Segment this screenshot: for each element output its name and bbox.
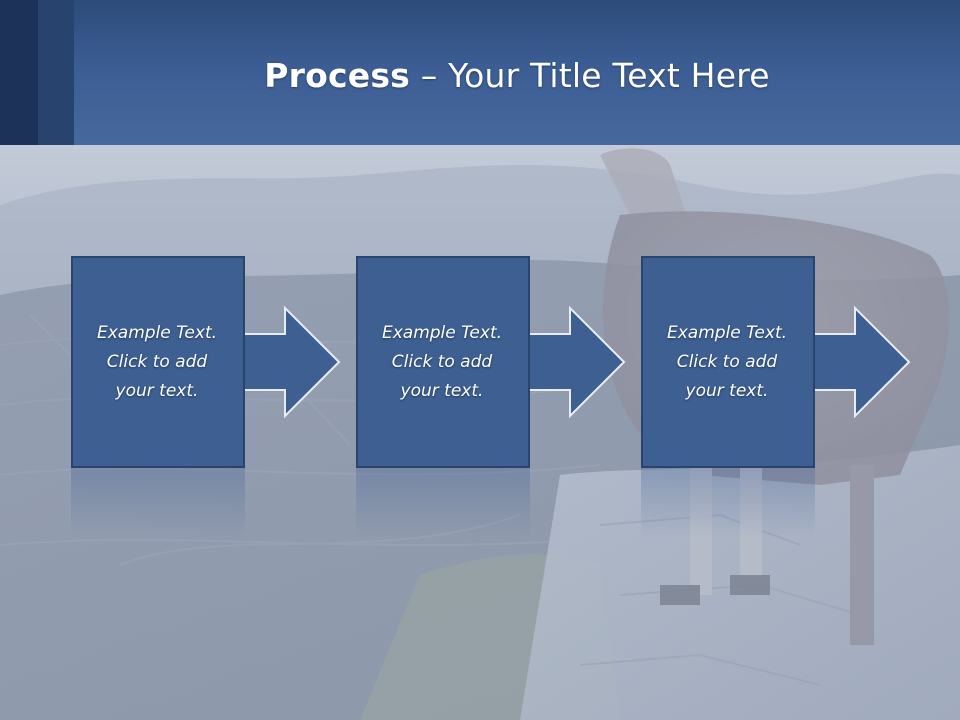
title-bold: Process [264, 56, 411, 95]
step-1-reflection [71, 468, 245, 538]
step-2-text[interactable]: Example Text. Click to add your text. [381, 322, 503, 401]
header-band: Process – Your Title Text Here [0, 0, 960, 145]
step-1-shape [71, 256, 341, 468]
step-3-text[interactable]: Example Text. Click to add your text. [666, 322, 788, 401]
process-step-1[interactable]: Example Text. Click to add your text. [71, 256, 341, 468]
step-2-shape [356, 256, 626, 468]
header-accent-mid [38, 0, 74, 145]
step-3-reflection [641, 468, 815, 538]
step-3-shape [641, 256, 911, 468]
header-accent-dark [0, 0, 38, 145]
step-1-text[interactable]: Example Text. Click to add your text. [96, 322, 218, 401]
process-step-3[interactable]: Example Text. Click to add your text. [641, 256, 911, 468]
title-rest: – Your Title Text Here [410, 56, 770, 95]
step-2-reflection [356, 468, 530, 538]
slide-title[interactable]: Process – Your Title Text Here [74, 52, 960, 100]
process-step-2[interactable]: Example Text. Click to add your text. [356, 256, 626, 468]
